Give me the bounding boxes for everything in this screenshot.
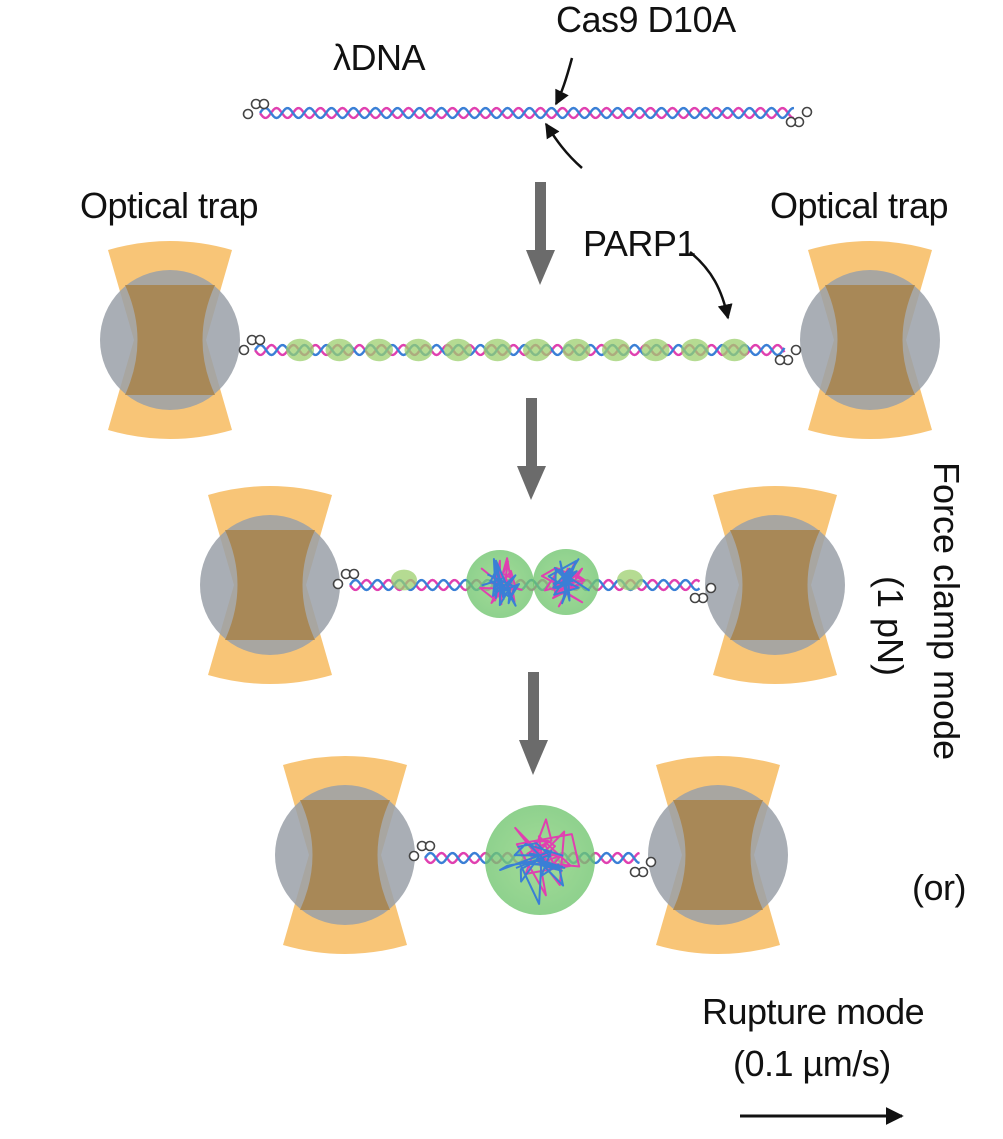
- dna-strand-b: [259, 106, 795, 120]
- dna-end-handle: [332, 578, 344, 590]
- dna-end-handle: [705, 582, 717, 594]
- parp1-protein: [286, 338, 314, 362]
- stage-2-parp1-bound: [100, 241, 940, 439]
- cas9-bottom-pointer: [544, 122, 583, 169]
- dna-end-handle: [258, 98, 270, 110]
- bead-core: [730, 530, 820, 640]
- parp1-protein: [404, 338, 433, 362]
- parp1-protein: [602, 338, 630, 362]
- parp1-protein: [365, 338, 393, 362]
- dna-end-handle: [242, 108, 254, 120]
- down-arrow-1: [526, 182, 555, 285]
- parp1-protein: [617, 569, 643, 591]
- parp1-protein: [483, 338, 512, 362]
- dna-end-handle: [774, 354, 786, 366]
- optical-trap-left-label: Optical trap: [80, 185, 259, 226]
- force-clamp-value-label: (1 pN): [870, 576, 911, 677]
- stage-3-two-condensates: [200, 486, 845, 684]
- bead-core: [225, 530, 315, 640]
- stage-1-dna: [242, 98, 813, 128]
- parp1-protein: [391, 569, 417, 591]
- bead-core: [825, 285, 915, 395]
- dna-end-handle: [785, 116, 797, 128]
- rupture-speed-label: (0.1 µm/s): [733, 1043, 891, 1084]
- condensed-dna-b: [481, 558, 520, 607]
- dna-end-handle: [689, 592, 701, 604]
- dna-end-handle: [254, 334, 266, 346]
- dna-end-handle: [348, 568, 360, 580]
- down-arrow-3: [519, 672, 548, 775]
- parp1-protein: [523, 338, 551, 362]
- dna-end-handle: [424, 840, 436, 852]
- parp1-protein: [562, 338, 591, 362]
- parp1-pointer: [689, 251, 733, 320]
- parp1-protein: [444, 338, 472, 362]
- dna-end-handle: [801, 106, 813, 118]
- optical-trap-right-label: Optical trap: [770, 185, 949, 226]
- rupture-mode-label: Rupture mode: [702, 991, 925, 1032]
- parp1-protein: [325, 338, 354, 362]
- dna-end-handle: [790, 344, 802, 356]
- parp1-protein: [681, 338, 709, 362]
- dna-end-handle: [629, 866, 641, 878]
- parp1-protein: [720, 338, 749, 362]
- lambda-dna-label: λDNA: [333, 37, 426, 78]
- parp1-protein: [641, 338, 670, 362]
- parp1-label: PARP1: [583, 223, 696, 264]
- bead-core: [673, 800, 763, 910]
- cas9-top-pointer: [554, 57, 574, 106]
- condensed-dna-b: [499, 842, 566, 905]
- stage-4-single-condensate: [275, 756, 788, 954]
- dna-end-handle: [408, 850, 420, 862]
- bead-core: [125, 285, 215, 395]
- cas9-label: Cas9 D10A: [556, 0, 736, 40]
- dna-end-handle: [238, 344, 250, 356]
- dna-end-handle: [645, 856, 657, 868]
- down-arrow-2: [517, 398, 546, 500]
- dna-strand-a: [259, 106, 795, 120]
- or-label: (or): [912, 867, 967, 908]
- bead-core: [300, 800, 390, 910]
- force-clamp-mode-label: Force clamp mode: [926, 462, 967, 761]
- condensed-dna-b: [547, 558, 591, 605]
